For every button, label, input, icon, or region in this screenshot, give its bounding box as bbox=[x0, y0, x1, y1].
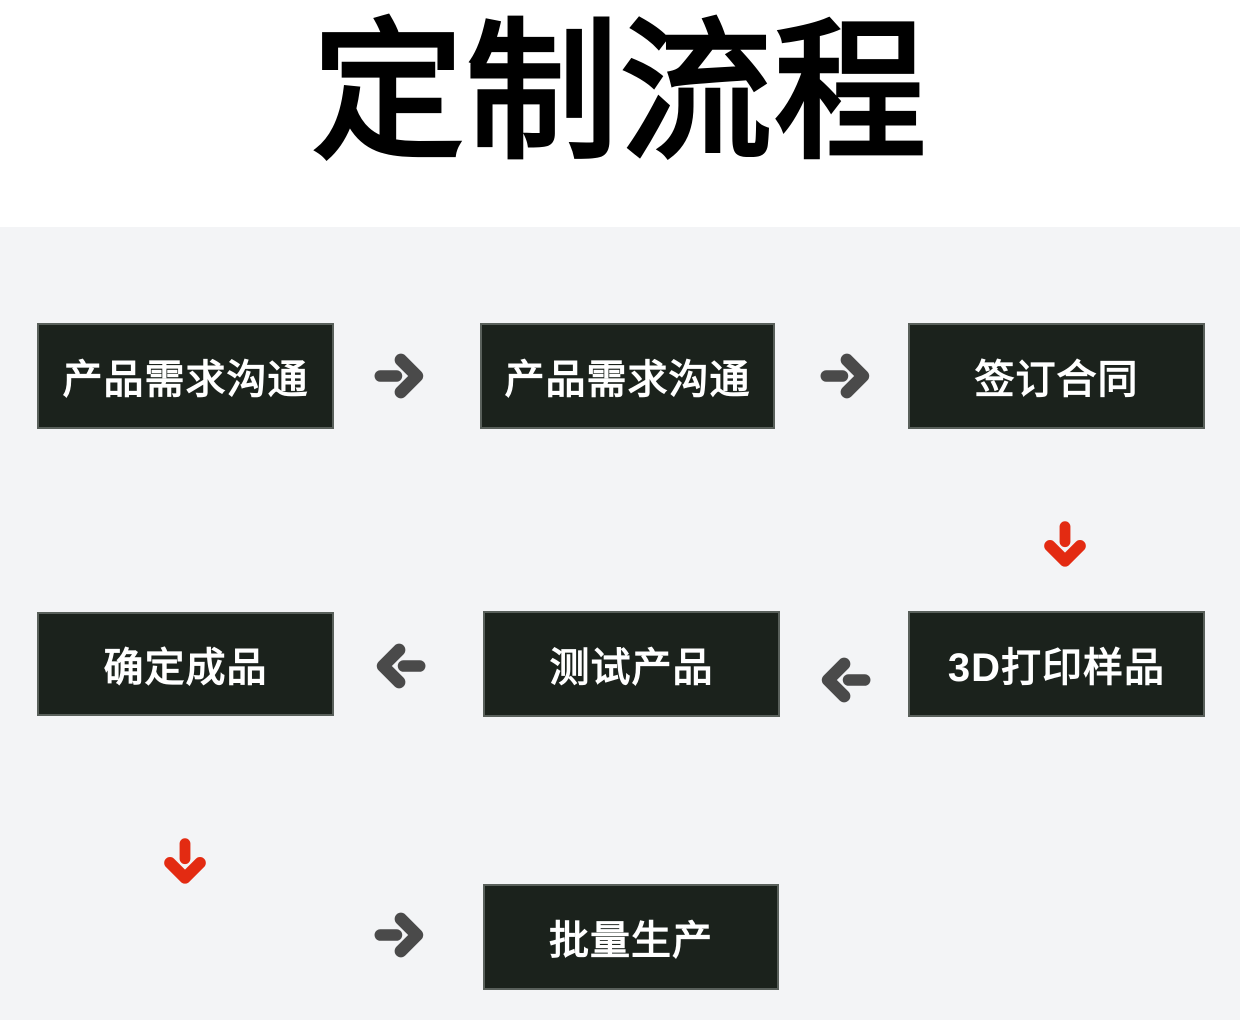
step-product-requirements-2: 产品需求沟通 bbox=[480, 323, 775, 429]
step-sign-contract: 签订合同 bbox=[908, 323, 1205, 429]
step-label: 3D打印样品 bbox=[947, 646, 1166, 690]
step-label: 确定成品 bbox=[103, 646, 268, 690]
step-product-requirements: 产品需求沟通 bbox=[37, 323, 334, 429]
flow-area: 产品需求沟通 产品需求沟通 签订合同 确 bbox=[0, 227, 1240, 1020]
step-label: 产品需求沟通 bbox=[504, 358, 751, 402]
step-label: 签订合同 bbox=[974, 358, 1139, 402]
arrow-right-icon bbox=[372, 351, 428, 401]
step-mass-production: 批量生产 bbox=[483, 884, 779, 990]
arrow-down-icon bbox=[160, 836, 210, 888]
arrow-left-icon bbox=[372, 641, 428, 691]
arrow-right-icon bbox=[372, 910, 428, 960]
step-label: 测试产品 bbox=[549, 646, 714, 690]
step-label: 产品需求沟通 bbox=[62, 358, 309, 402]
step-label: 批量生产 bbox=[549, 919, 713, 963]
page-title: 定制流程 bbox=[312, 8, 928, 178]
arrow-down-icon bbox=[1040, 519, 1090, 571]
arrow-right-icon bbox=[818, 351, 874, 401]
step-3d-print-sample: 3D打印样品 bbox=[908, 611, 1205, 717]
step-test-product: 测试产品 bbox=[483, 611, 780, 717]
header: 定制流程 bbox=[0, 0, 1240, 227]
step-confirm-product: 确定成品 bbox=[37, 612, 334, 716]
arrow-left-icon bbox=[817, 655, 873, 705]
